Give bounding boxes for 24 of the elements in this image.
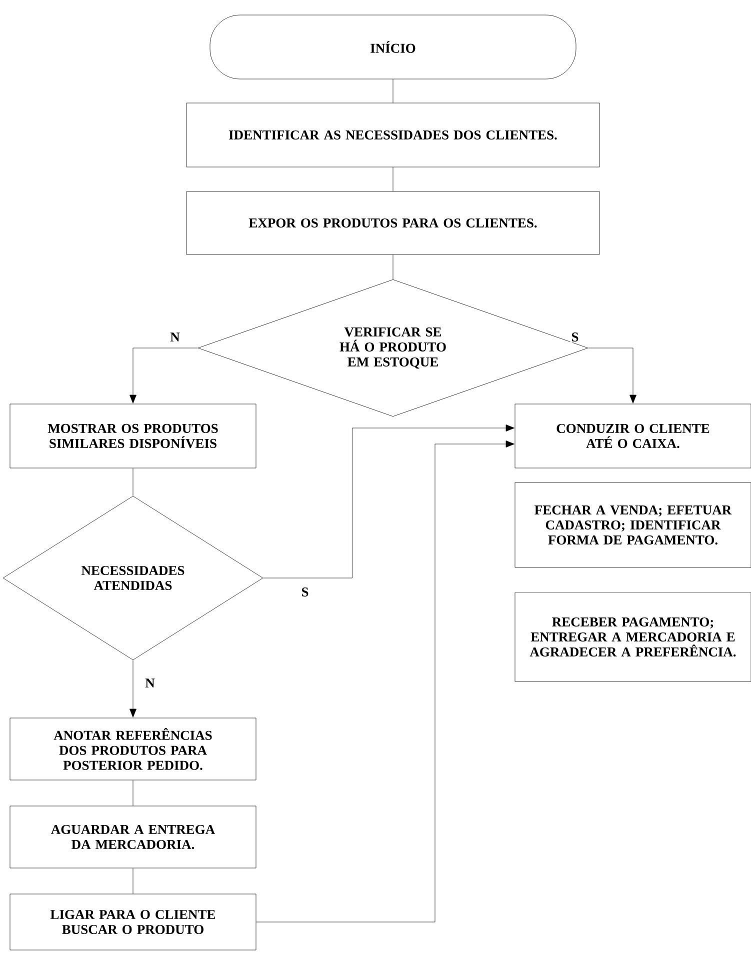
process-box: RECEBER PAGAMENTO; ENTREGAR A MERCADORIA E AGRADECER A PREFERÊNCIA. — [514, 592, 751, 682]
connector-line — [392, 167, 394, 192]
edge-label: N — [169, 332, 181, 342]
process-box: ANOTAR REFERÊNCIAS DOS PRODUTOS PARA POSTERIOR PEDIDO. — [10, 718, 256, 780]
process-box: IDENTIFICAR AS NECESSIDADES DOS CLIENTES. — [186, 102, 600, 168]
arrow — [588, 348, 636, 404]
process-box: AGUARDAR A ENTREGA DA MERCADORIA. — [10, 806, 256, 868]
process-box: CONDUZIR O CLIENTE ATÉ O CAIXA. — [514, 404, 751, 468]
connector-line — [132, 868, 134, 894]
edge-label: S — [570, 331, 580, 343]
connector-line — [132, 780, 134, 806]
connector-line — [392, 79, 394, 103]
arrow — [256, 440, 514, 922]
arrow — [263, 424, 514, 578]
edge-label: N — [144, 678, 156, 688]
arrow — [130, 348, 198, 404]
process-box: MOSTRAR OS PRODUTOS SIMILARES DISPONÍVEIS — [10, 404, 256, 468]
process-box: LIGAR PARA O CLIENTE BUSCAR O PRODUTO — [10, 894, 256, 950]
arrow — [130, 660, 136, 718]
process-box: FECHAR A VENDA; EFETUAR CADASTRO; IDENTIFICAR FORMA DE PAGAMENTO. — [514, 482, 751, 568]
connector-line — [392, 254, 394, 280]
connector-line — [132, 468, 134, 496]
process-box: EXPOR OS PRODUTOS PARA OS CLIENTES. — [186, 191, 600, 255]
edge-label: S — [300, 586, 310, 598]
